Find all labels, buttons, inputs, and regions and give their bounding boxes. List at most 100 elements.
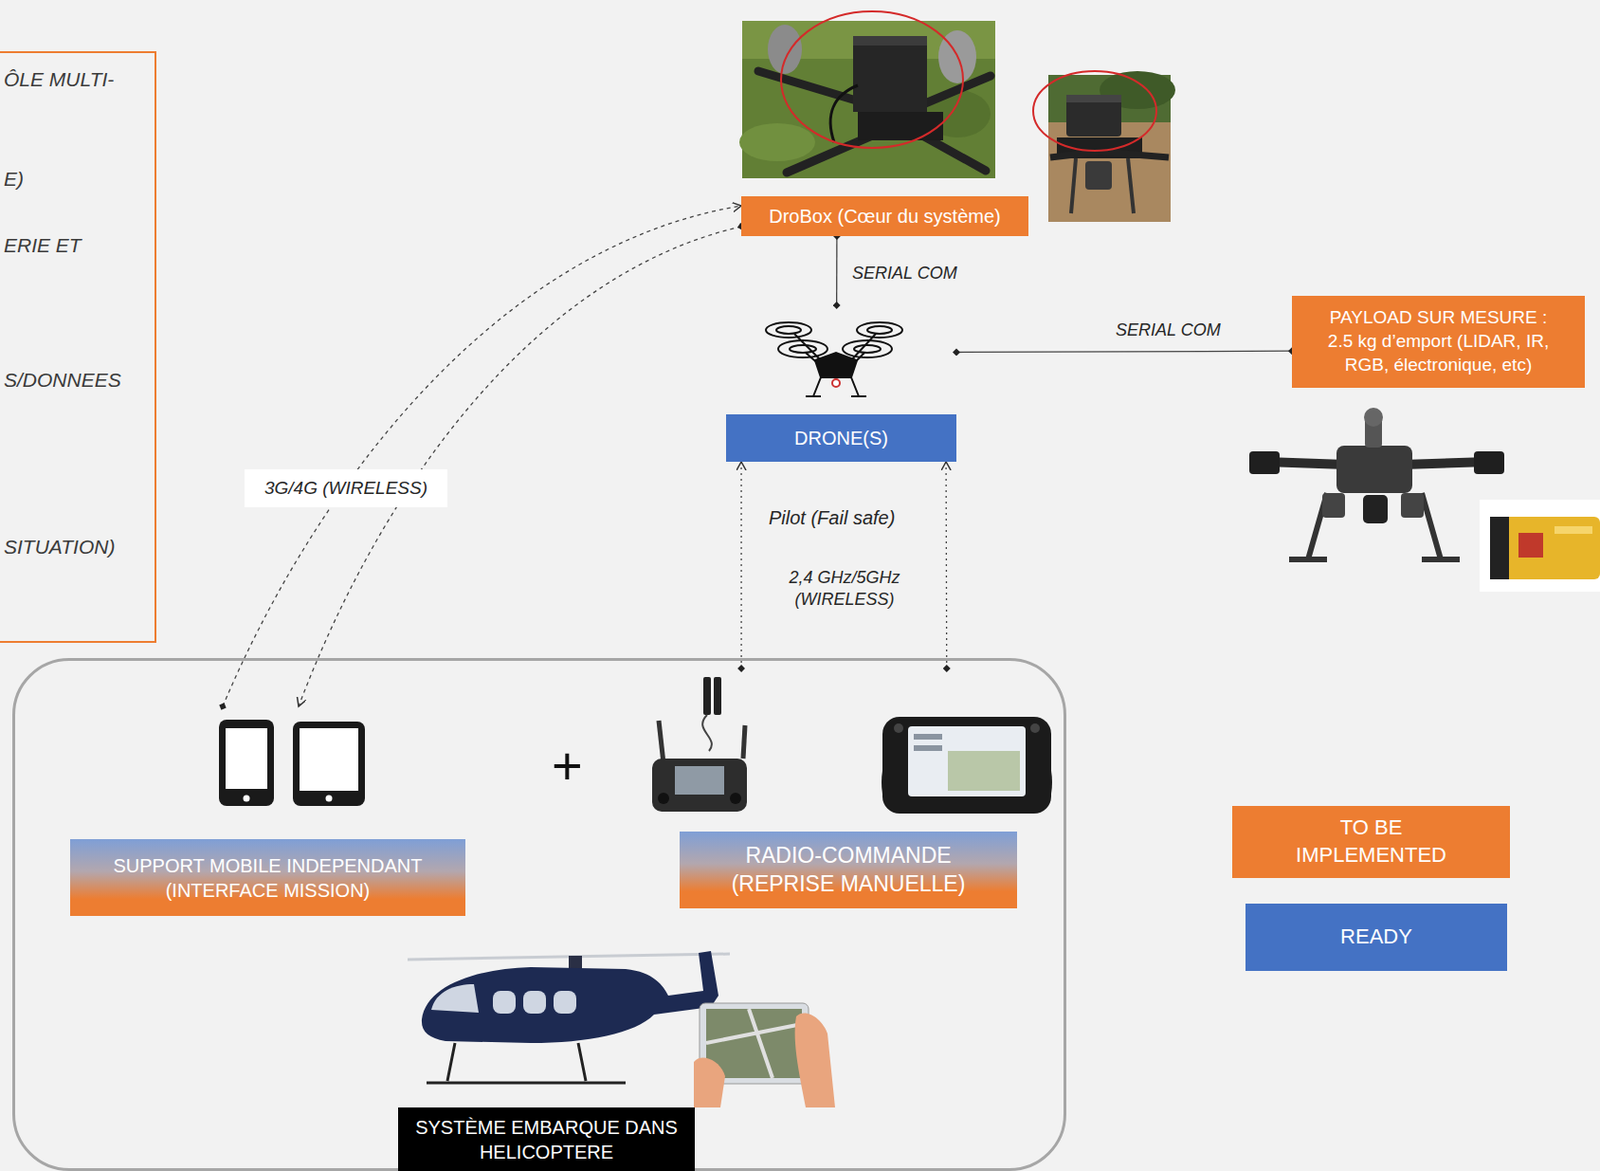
drone-photo-2-part [1071,158,1076,214]
tablet-icons-part [225,727,268,789]
radio-controller-part [702,714,712,751]
edge-label: 3G/4G (WIRELESS) [264,476,428,501]
connector [945,461,947,669]
mobile-support-label: SUPPORT MOBILE INDEPENDANT (INTERFACE MI… [70,838,466,916]
m300-drone-part [1473,451,1505,474]
lidar-payload-part [1518,532,1544,558]
m300-drone-part [1363,494,1388,524]
drone-node-label: DRONE(S) [726,414,957,462]
note-panel: ÔLE MULTI- E) ERIE ET S/DONNEES SITUATION) [0,51,157,643]
legend-swatch: TO BE IMPLEMENTED [1232,805,1510,878]
note-text: ÔLE MULTI- [3,68,114,91]
smart-controller-part [882,716,1052,814]
drone-icon-part [832,379,840,387]
m300-drone-part [1363,407,1383,427]
lidar-payload-part [1490,516,1510,580]
tablet-icons-part [299,727,359,791]
drone-photo-2 [1033,71,1176,222]
connector [740,461,742,669]
hand-tablet-part [693,1057,726,1108]
box-text: SUPPORT MOBILE INDEPENDANT (INTERFACE MI… [85,853,451,903]
drone-photo-2-part [1099,151,1169,158]
drone-photo-part [781,11,964,148]
box-text: PAYLOAD SUR MESURE : 2.5 kg d’emport (LI… [1320,306,1557,377]
connector [298,226,742,707]
note-text: SITUATION) [3,535,115,559]
helicopter-system: SYSTÈME EMBARQUE DANS HELICOPTERE SUPPORT… [12,657,1067,1171]
drone-photo-2-part [1050,151,1100,158]
edge-label-patch: 3G/4G (WIRELESS) [244,469,448,508]
drone-icon-part [856,322,903,338]
legend-text: READY [1340,923,1413,951]
box-text: RADIO-COMMANDE (REPRISE MANUELLE) [717,841,980,899]
box-text: SYSTÈME EMBARQUE DANS HELICOPTERE [409,1114,684,1164]
helicopter-part [421,950,719,1043]
drone-icon-part [805,377,867,397]
remote-control: RADIO-COMMANDE (REPRISE MANUELLE) [649,668,1052,909]
smart-controller-part [1030,723,1040,733]
drone-photo-2-part [1033,71,1157,151]
hand-tablet [693,1002,836,1108]
radio-controller [652,676,747,812]
lidar-payload-part [1554,526,1593,534]
smart-controller-part [913,733,943,740]
radio-controller-part [674,765,725,795]
drone-photo-2-part [1066,94,1122,103]
radio-controller-part [743,725,746,759]
edge-label: SERIAL COM [852,262,958,285]
drone-photo-2-part [1085,161,1112,190]
smart-controller-part [908,726,1026,797]
tablet-icons [218,719,365,806]
hand-tablet-part [795,1012,836,1108]
drone-photo-part [857,111,944,141]
drone-photo-part [853,36,928,112]
m300-drone-part [1336,445,1413,493]
tablet-icons-part [292,721,365,806]
drone-photo-part [739,123,816,162]
drone-photo-2-part [1127,158,1134,214]
helicopter-system-label: SYSTÈME EMBARQUE DANS HELICOPTERE [398,1107,695,1171]
drone-photo [739,11,996,179]
note-text: S/DONNEES [3,368,122,392]
helicopter-part [426,1042,626,1083]
helicopter-part [431,983,479,1013]
drone-icon-part [815,352,857,378]
lidar-payload-part [1479,499,1600,592]
remote-control-label: RADIO-COMMANDE (REPRISE MANUELLE) [679,831,1018,909]
smart-controller-part [893,723,904,733]
process-box: DroBox (Cœur du système) [741,196,1029,237]
drone-icon-part [765,322,812,338]
lidar-payload-part [1490,516,1600,580]
legend-text: TO BE IMPLEMENTED [1284,814,1458,869]
radio-controller-part [729,792,742,804]
tablet-icons-part [243,795,251,802]
smart-controller-part [947,750,1020,791]
radio-controller-part [703,676,711,715]
drone-icon [765,322,903,397]
note-text: E) [3,167,24,191]
m300-drone-part [1249,451,1280,474]
drone-photo-part [853,36,928,46]
note-text: ERIE ET [3,234,82,257]
mobile-support: SUPPORT MOBILE INDEPENDANT (INTERFACE MI… [70,706,466,916]
helicopter-part [523,990,546,1014]
helicopter-part [492,990,516,1014]
edge-label: 2,4 GHz/5GHz (WIRELESS) [778,566,911,612]
helicopter [407,950,730,1083]
tablet-icons-part [218,719,274,806]
drone-icon-part [867,326,892,334]
drone-node: DRONE(S) [726,305,957,462]
connector [836,236,838,306]
drone-photo-2-part [1066,94,1122,137]
legend-swatch: READY [1245,903,1508,971]
drone-photo-part [767,24,802,74]
drone-photo-part [830,85,858,143]
m300-drone-part [1400,492,1424,518]
m300-drone-part [1322,492,1346,518]
edge-label: SERIAL COM [1115,319,1221,342]
radio-controller-part [713,676,722,715]
box-text: DRONE(S) [794,425,889,451]
edge-label: Pilot (Fail safe) [768,505,895,530]
m300-drone-part [1289,492,1460,560]
